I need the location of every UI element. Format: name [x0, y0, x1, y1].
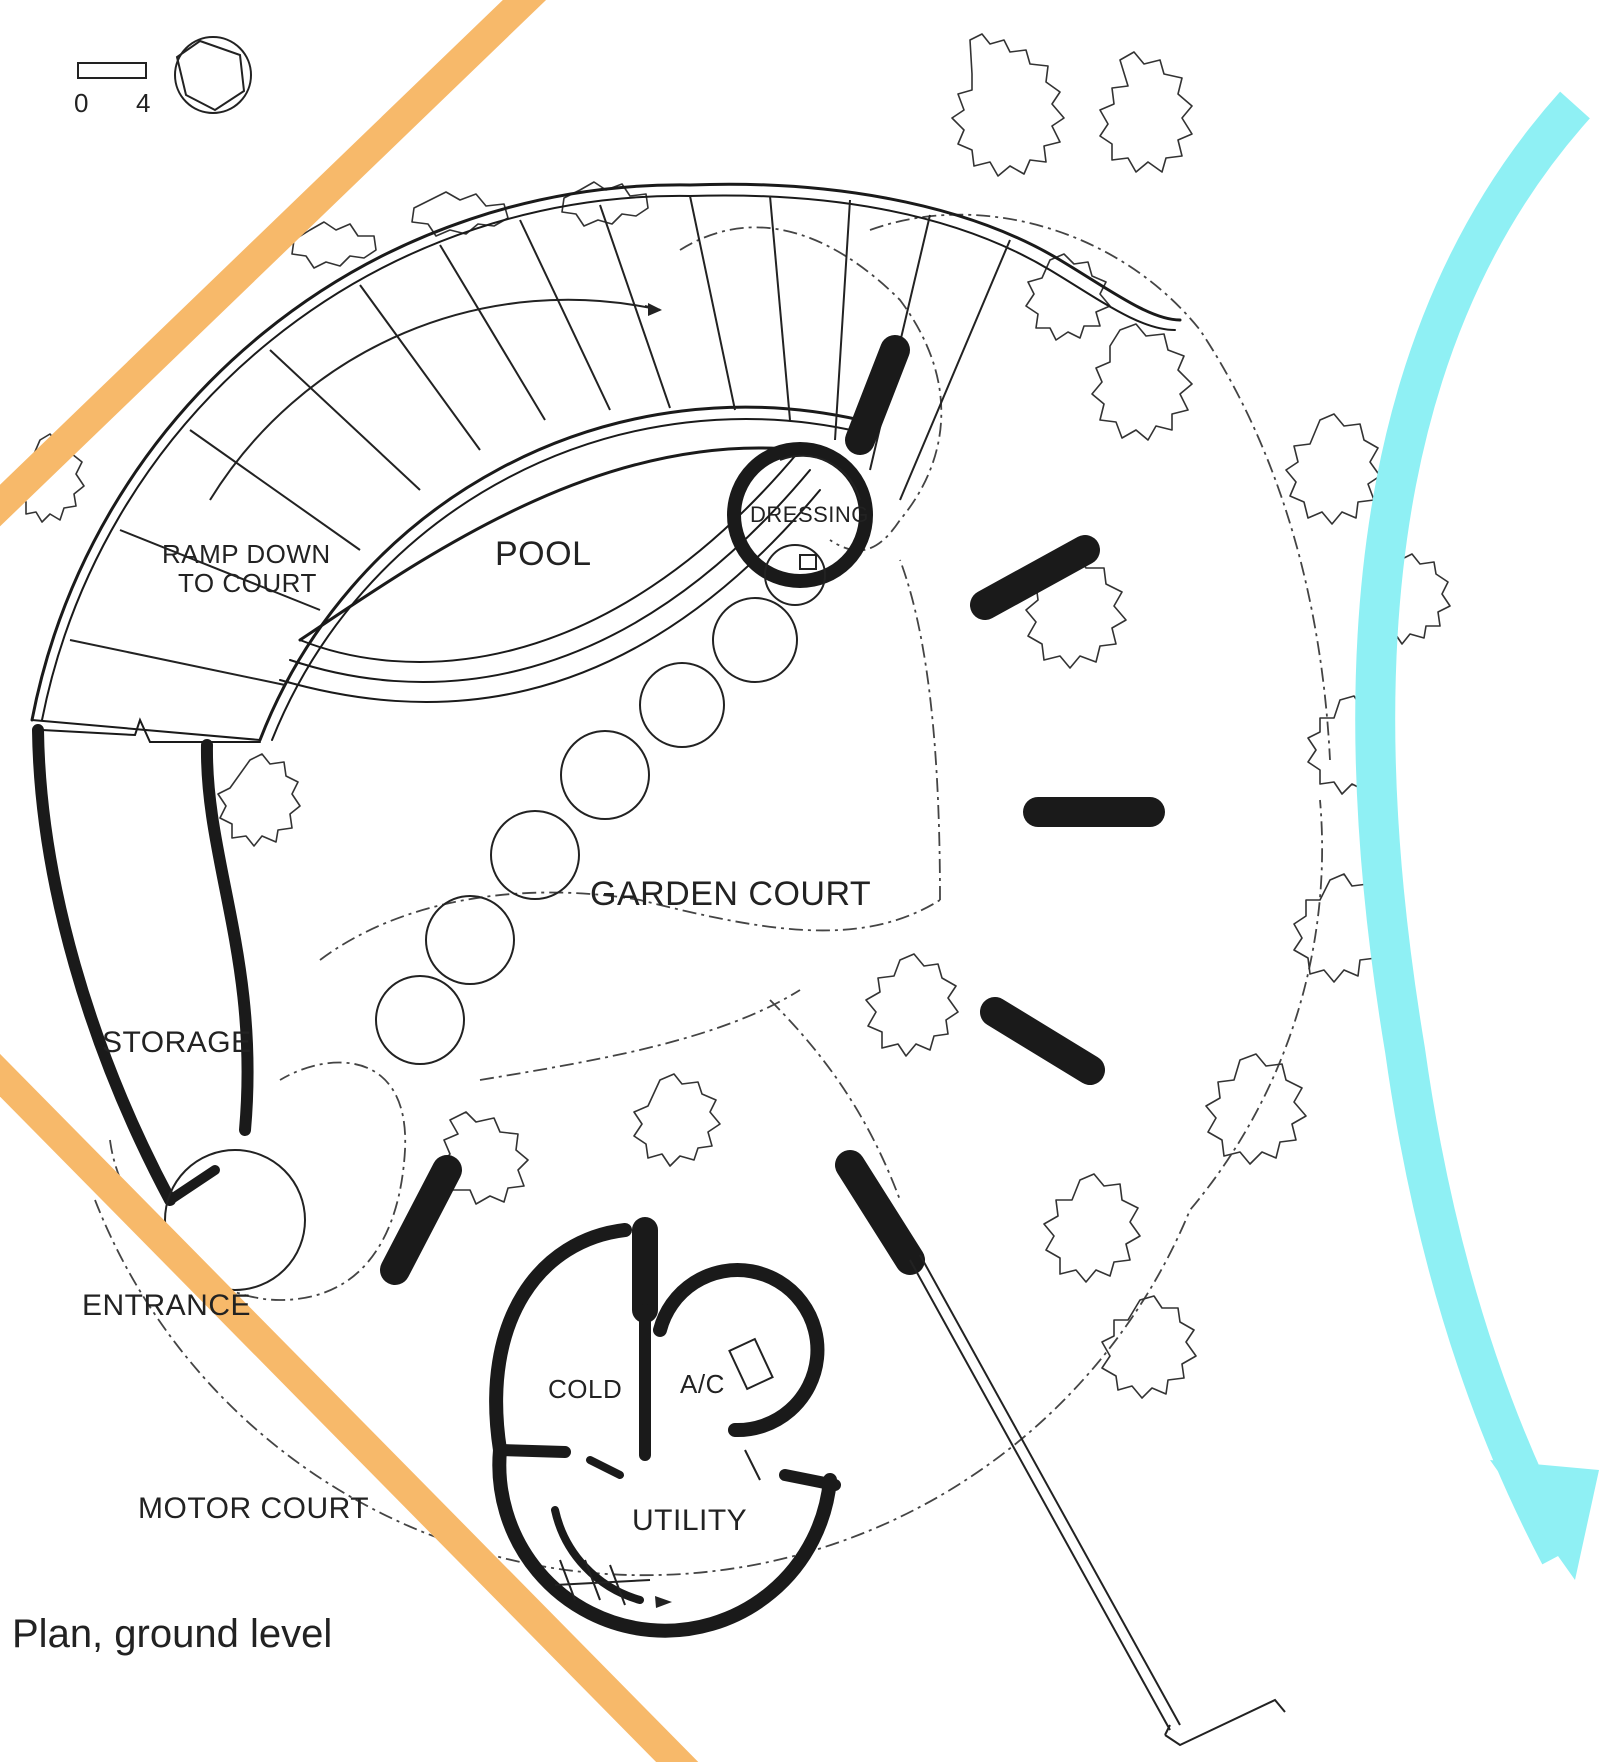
dressing-pavilion: [727, 335, 910, 588]
cold-label: COLD: [548, 1374, 622, 1404]
screen-walls: [380, 535, 1165, 1285]
motor-court-label: MOTOR COURT: [138, 1492, 369, 1525]
garden-court-label: GARDEN COURT: [590, 875, 871, 913]
orange-overlay-strokes: [0, 0, 699, 1762]
room-labels: RAMP DOWN TO COURT POOL DRESSING GARDEN …: [82, 502, 871, 1537]
ramp-label-line2: TO COURT: [178, 568, 317, 598]
ramp-structure: [30, 182, 1182, 743]
plan-caption: Plan, ground level: [12, 1612, 332, 1656]
pool: [279, 446, 821, 703]
cyan-overlay-arrow: [1355, 91, 1599, 1580]
north-arrow-icon: [174, 36, 252, 114]
pool-label: POOL: [495, 535, 591, 573]
scale-end-label: 4: [136, 88, 151, 118]
foliage: [17, 33, 1451, 1399]
dressing-label: DRESSING: [750, 502, 869, 527]
ac-label: A/C: [680, 1369, 725, 1399]
ramp-label-line1: RAMP DOWN: [162, 539, 331, 569]
arrow-head-icon: [1490, 1460, 1599, 1580]
driveway: [909, 1254, 1286, 1747]
storage-room: [32, 724, 254, 1206]
garden-stepping-circles: [375, 544, 826, 1065]
utility-building: [489, 1217, 841, 1638]
scale-bar: 0 4: [74, 62, 151, 118]
utility-label: UTILITY: [632, 1504, 747, 1537]
site-outline: [94, 213, 1331, 1577]
storage-label: STORAGE: [102, 1026, 252, 1059]
entrance-label: ENTRANCE: [82, 1289, 251, 1322]
scale-start-label: 0: [74, 88, 89, 118]
